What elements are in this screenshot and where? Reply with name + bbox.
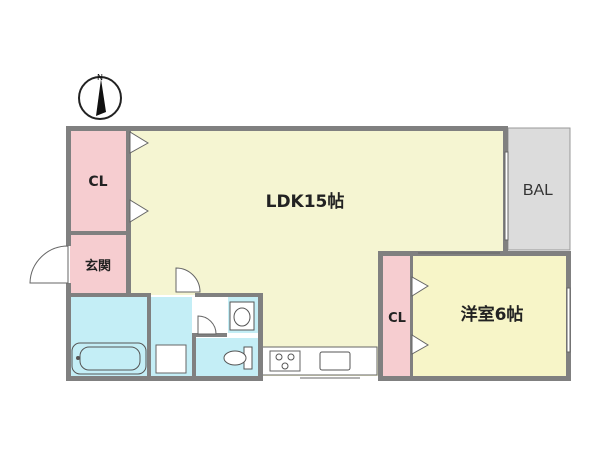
closet-bedroom — [383, 256, 411, 376]
ldk-label: LDK15帖 — [266, 191, 345, 212]
balcony — [507, 127, 571, 251]
compass-north-label: N — [97, 73, 103, 82]
western-room-label: 洋室6帖 — [461, 304, 524, 325]
washing-machine-area — [155, 344, 187, 374]
windows — [300, 151, 571, 379]
balcony-label: BAL — [523, 182, 553, 199]
wash-basin-icon — [229, 301, 255, 331]
kitchen-counter — [261, 346, 378, 376]
entrance — [70, 235, 130, 293]
bathtub — [71, 342, 147, 375]
compass-icon: N — [78, 73, 122, 120]
ldk-room — [130, 130, 505, 376]
doors — [29, 131, 429, 355]
western-room — [413, 256, 567, 376]
toilet-icon — [223, 346, 253, 370]
entrance-label: 玄関 — [85, 258, 111, 274]
closet-bedroom-label: CL — [388, 311, 406, 326]
closet-main-label: CL — [88, 174, 107, 190]
closet-main — [70, 130, 130, 231]
